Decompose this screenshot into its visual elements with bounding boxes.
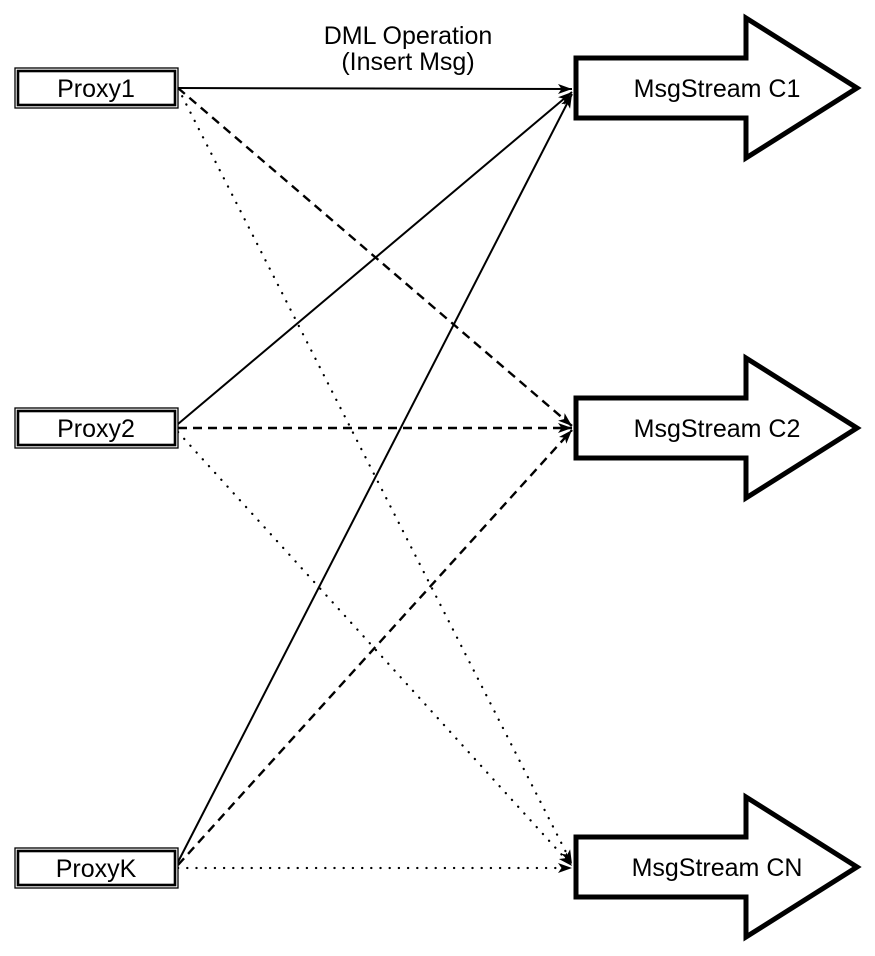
edge-label-line1: DML Operation <box>324 22 493 50</box>
msgstream-cn-node: MsgStream CN <box>573 792 862 942</box>
proxy2-label: Proxy2 <box>57 415 135 443</box>
connector-proxy2-msgstream-cn <box>176 430 574 868</box>
proxyk-label: ProxyK <box>56 855 137 883</box>
msgstream-cn-label: MsgStream CN <box>632 854 803 882</box>
msgstream-c2-arrow-shape <box>573 353 862 503</box>
edge-label-line2: (Insert Msg) <box>341 48 474 76</box>
proxy1-label: Proxy1 <box>57 75 135 103</box>
msgstream-c1-label: MsgStream C1 <box>634 75 801 103</box>
proxy1-node: Proxy1 <box>14 67 179 109</box>
proxyk-node: ProxyK <box>14 847 179 889</box>
proxy1-box-inner <box>16 69 177 107</box>
proxy2-node: Proxy2 <box>14 407 179 449</box>
msgstream-c2-node: MsgStream C2 <box>573 353 862 503</box>
proxyk-box-inner <box>16 849 177 887</box>
msgstream-cn-arrow-shape <box>573 792 862 942</box>
proxy2-box-inner <box>16 409 177 447</box>
msgstream-c2-label: MsgStream C2 <box>634 415 801 443</box>
msgstream-c1-node: MsgStream C1 <box>573 13 862 163</box>
connector-proxyk-msgstream-c2 <box>177 429 573 866</box>
msgstream-c1-arrow-shape <box>573 13 862 163</box>
connector-proxy1-msgstream-c1 <box>177 83 573 94</box>
connector-proxyk-msgstream-c1 <box>177 93 573 863</box>
connector-proxy2-msgstream-c1 <box>177 91 573 425</box>
